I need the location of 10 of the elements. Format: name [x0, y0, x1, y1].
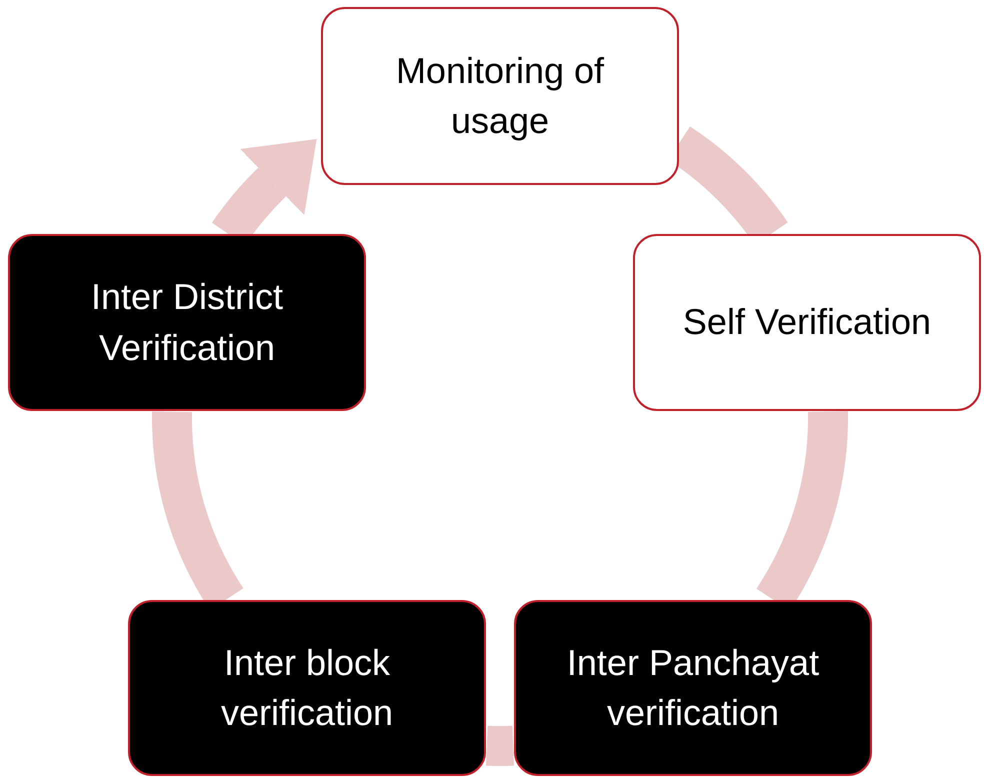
box-label: Inter Panchayat verification	[566, 640, 820, 735]
process-box	[8, 234, 366, 411]
box-label: Inter block verification	[220, 640, 394, 735]
process-box	[633, 234, 981, 411]
process-box	[514, 600, 872, 776]
process-box	[321, 7, 679, 185]
box-label: Monitoring of usage	[394, 48, 606, 143]
box-label: Inter District Verification	[90, 275, 284, 370]
box-label: Self Verification	[682, 300, 932, 344]
process-box	[128, 600, 486, 776]
